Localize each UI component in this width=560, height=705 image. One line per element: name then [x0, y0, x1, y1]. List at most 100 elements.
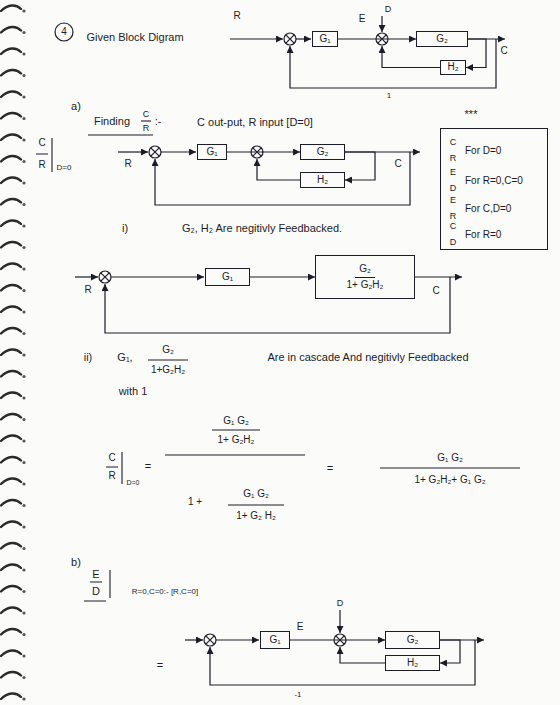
- spiral-ring: [1, 629, 21, 635]
- signal-name: E: [359, 14, 366, 24]
- heading: Given Block Digram: [86, 32, 183, 43]
- spiral-ring: [1, 371, 21, 377]
- condition: D=0: [57, 164, 72, 172]
- table-entry: D: [450, 184, 457, 193]
- circled-number: 4: [55, 23, 73, 41]
- signal-connector: [250, 276, 315, 277]
- spiral-ring: [1, 220, 21, 226]
- condition: D=0: [126, 479, 139, 486]
- spiral-binding: [1, 5, 26, 700]
- signal-name: R: [84, 285, 91, 295]
- spiral-ring: [1, 457, 21, 463]
- note: with 1: [119, 386, 148, 397]
- fraction-part: G₁ G₂: [223, 416, 249, 426]
- equation-sign: =: [327, 463, 333, 474]
- spiral-ring: [1, 263, 21, 269]
- spiral-ring: [1, 328, 21, 334]
- equation-term: 1 +: [188, 497, 202, 507]
- block-label: G₁: [319, 34, 330, 45]
- circle-outline: [55, 23, 73, 41]
- gain-mark: 1: [387, 92, 391, 100]
- binding-hole: [22, 504, 25, 507]
- spiral-ring: [1, 91, 21, 97]
- spiral-ring: [1, 306, 21, 312]
- gain-mark: -1: [294, 691, 301, 699]
- binding-hole: [22, 267, 25, 270]
- note: :-: [155, 116, 162, 127]
- spiral-ring: [1, 586, 21, 592]
- signal-connector: [345, 152, 375, 180]
- transfer-block: G₁: [312, 31, 338, 47]
- spiral-ring: [1, 177, 21, 183]
- fraction-part: C: [143, 110, 150, 119]
- spiral-ring: [1, 349, 21, 355]
- spiral-ring: [1, 650, 21, 656]
- block-label: G₁: [206, 147, 217, 158]
- transfer-block: G₁: [197, 144, 227, 160]
- spiral-ring: [1, 392, 21, 398]
- table-entry: D: [450, 238, 457, 247]
- binding-hole: [22, 52, 25, 55]
- signal-connector: [338, 38, 416, 39]
- condition: R=0,C=0:- [R,C=0]: [132, 588, 198, 596]
- equation-sign: =: [145, 461, 151, 472]
- signal-name: E: [297, 622, 304, 632]
- binding-hole: [22, 310, 25, 313]
- spiral-ring: [1, 70, 21, 76]
- binding-hole: [22, 117, 25, 120]
- spiral-ring: [1, 693, 21, 699]
- transfer-block: G₁: [205, 268, 250, 286]
- spiral-ring: [1, 113, 21, 119]
- part-number: a): [71, 101, 81, 112]
- part-number: b): [71, 557, 81, 568]
- signal-connector: [440, 640, 460, 663]
- block-label: G₂: [355, 264, 375, 278]
- table-entry: For D=0: [465, 146, 501, 157]
- binding-hole: [22, 246, 25, 249]
- binding-hole: [22, 676, 25, 679]
- spiral-ring: [1, 478, 21, 484]
- transfer-block: G₂1+ G₂H₂: [315, 255, 415, 299]
- signal-name: C: [432, 286, 439, 296]
- signal-name: R: [124, 159, 131, 169]
- table-entry: R: [450, 154, 457, 163]
- fraction-part: D: [92, 586, 100, 597]
- signal-name: D: [385, 5, 392, 14]
- fraction-part: G₁ G₂: [437, 453, 463, 463]
- spiral-ring: [1, 672, 21, 678]
- binding-hole: [22, 461, 25, 464]
- table-entry: For C,D=0: [465, 204, 511, 215]
- fraction-part: 1+G₂H₂: [151, 365, 185, 375]
- binding-hole: [22, 9, 25, 12]
- transfer-block: G₂: [300, 144, 345, 160]
- spiral-ring: [1, 156, 21, 162]
- block-label: G₁: [222, 272, 233, 283]
- box-heading: ***: [465, 109, 478, 121]
- fraction-part: R: [108, 471, 115, 481]
- block-wires: [75, 16, 505, 685]
- binding-hole: [22, 482, 25, 485]
- table-entry: E: [450, 168, 456, 177]
- fraction-part: 1+ G₂ H₂: [236, 511, 276, 521]
- binding-hole: [22, 654, 25, 657]
- transfer-block: G₁: [260, 631, 290, 649]
- binding-hole: [22, 203, 25, 206]
- spiral-ring: [1, 543, 21, 549]
- binding-hole: [22, 568, 25, 571]
- table-entry: R: [450, 212, 457, 221]
- signal-connector: [290, 639, 385, 640]
- spiral-ring: [1, 285, 21, 291]
- spiral-ring: [1, 5, 21, 11]
- binding-hole: [22, 396, 25, 399]
- signal-connector: [466, 39, 486, 68]
- step-number: ii): [84, 352, 93, 363]
- binding-hole: [22, 74, 25, 77]
- spiral-ring: [1, 48, 21, 54]
- binding-hole: [22, 31, 25, 34]
- table-entry: For R=0,C=0: [465, 176, 523, 187]
- binding-hole: [22, 418, 25, 421]
- table-entry: C: [450, 222, 457, 231]
- feedback-block: H₂: [300, 172, 345, 188]
- binding-hole: [22, 375, 25, 378]
